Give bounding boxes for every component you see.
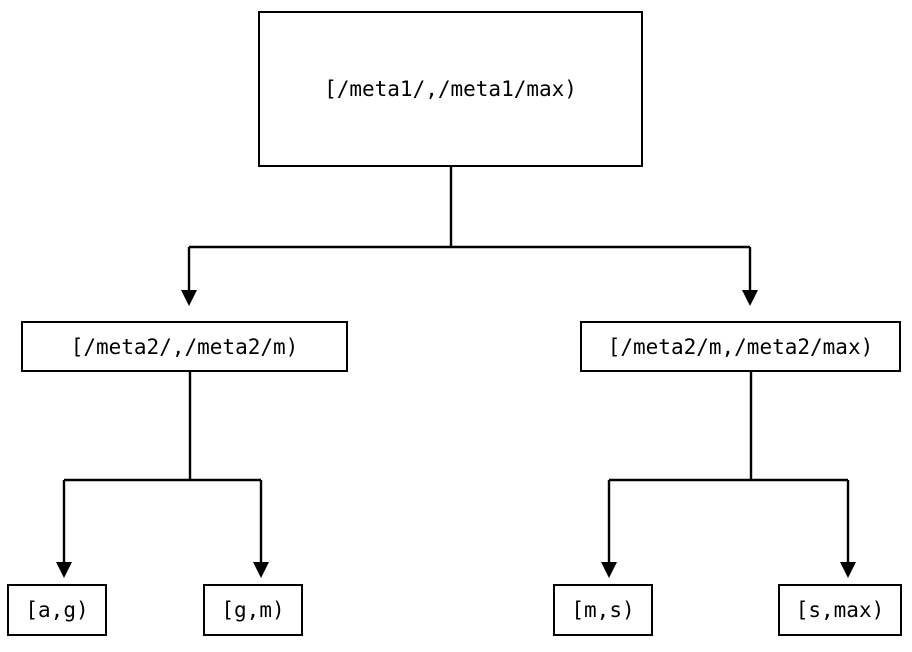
node-leaf-a-g[interactable]: [a,g) xyxy=(7,584,107,636)
node-mid-left[interactable]: [/meta2/,/meta2/m) xyxy=(21,321,348,372)
arrowhead-root-to-mid-left xyxy=(181,290,197,306)
arrowhead-midleft-to-leaf2 xyxy=(253,562,269,578)
arrowhead-midleft-to-leaf1 xyxy=(56,562,72,578)
arrowhead-midright-to-leaf4 xyxy=(840,562,856,578)
arrowhead-midright-to-leaf3 xyxy=(601,562,617,578)
node-root[interactable]: [/meta1/,/meta1/max) xyxy=(258,11,643,167)
node-mid-right[interactable]: [/meta2/m,/meta2/max) xyxy=(580,321,901,372)
node-leaf-g-m[interactable]: [g,m) xyxy=(203,584,303,636)
node-leaf-m-s-label: [m,s) xyxy=(571,598,635,622)
arrowhead-root-to-mid-right xyxy=(742,290,758,306)
node-leaf-a-g-label: [a,g) xyxy=(25,598,89,622)
node-leaf-s-max-label: [s,max) xyxy=(795,598,885,622)
node-root-label: [/meta1/,/meta1/max) xyxy=(324,77,577,101)
node-mid-right-label: [/meta2/m,/meta2/max) xyxy=(607,334,874,359)
node-mid-left-label: [/meta2/,/meta2/m) xyxy=(70,334,299,359)
node-leaf-m-s[interactable]: [m,s) xyxy=(553,584,653,636)
node-leaf-s-max[interactable]: [s,max) xyxy=(778,584,902,636)
node-leaf-g-m-label: [g,m) xyxy=(221,598,285,622)
